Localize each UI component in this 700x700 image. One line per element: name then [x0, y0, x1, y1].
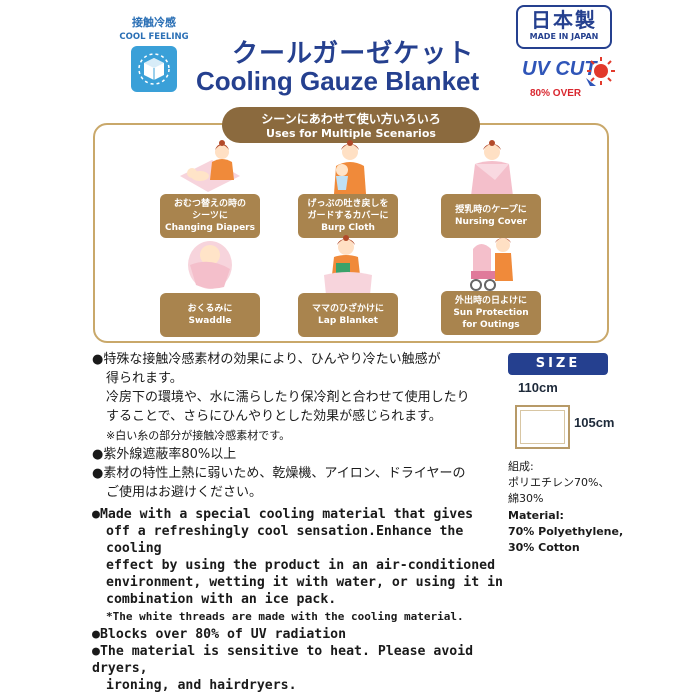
en-line: ●The material is sensitive to heat. Plea…: [92, 644, 474, 676]
size-diagram: [515, 405, 570, 449]
scenario-label-jp: おむつ替えの時の シーツに: [173, 199, 246, 221]
en-line: off a refreshingly cool sensation.Enhanc…: [106, 524, 464, 556]
material-jp-line: 綿30%: [508, 492, 544, 505]
jp-line: 冷房下の環境や、水に濡らしたり保冷剤と合わせて使用したり: [106, 390, 470, 405]
jp-line: 得られます。: [106, 371, 183, 386]
nursing-cover-illustration: [471, 140, 513, 196]
scenario-label-jp: ママのひざかけに: [311, 304, 384, 314]
material-japanese: 組成: ポリエチレン70%、 綿30%: [508, 459, 609, 507]
scenario-label-jp: 授乳時のケープに: [455, 205, 527, 215]
jp-line: ●紫外線遮蔽率80%以上: [92, 447, 237, 462]
scenarios-banner-en: Uses for Multiple Scenarios: [266, 127, 436, 140]
title-japanese: クールガーゼケット: [232, 39, 475, 69]
material-jp-line: ポリエチレン70%、: [508, 476, 610, 489]
scenarios-banner: シーンにあわせて使い方いろいろ Uses for Multiple Scenar…: [222, 107, 480, 143]
en-line: ●Blocks over 80% of UV radiation: [92, 627, 347, 642]
scenario-label-en: Lap Blanket: [318, 316, 378, 326]
scenario-label-en: Swaddle: [188, 316, 232, 326]
uv-cut-label: UV CUT: [522, 58, 597, 80]
jp-line: ●素材の特性上熱に弱いため、乾燥機、アイロン、ドライヤーの: [92, 466, 466, 481]
description-japanese: ●特殊な接触冷感素材の効果により、ひんやり冷たい触感が 得られます。 冷房下の環…: [92, 350, 502, 502]
en-line: ●Made with a special cooling material th…: [92, 507, 474, 522]
en-line: environment, wetting it with water, or u…: [106, 575, 503, 590]
sun-icon: [586, 57, 615, 86]
material-english: Material: 70% Polyethylene, 30% Cotton: [508, 508, 623, 556]
scenario-label: げっぷの吐き戻しを ガードするカバーに Burp Cloth: [298, 194, 398, 238]
en-line: effect by using the product in an air-co…: [106, 558, 496, 573]
scenario-label: 外出時の日よけに Sun Protection for Outings: [441, 291, 541, 335]
scenario-label: ママのひざかけに Lap Blanket: [298, 293, 398, 337]
scenario-changing-diapers: おむつ替えの時の シーツに Changing Diapers: [160, 140, 260, 238]
material-en-line: 30% Cotton: [508, 541, 580, 554]
burp-cloth-illustration: [334, 140, 366, 194]
uv-cut-percent: 80% OVER: [530, 88, 582, 99]
scenario-label-en: Burp Cloth: [321, 223, 375, 233]
scenario-burp-cloth: げっぷの吐き戻しを ガードするカバーに Burp Cloth: [298, 140, 398, 238]
scenario-lap-blanket: ママのひざかけに Lap Blanket: [298, 235, 398, 337]
made-in-japan-badge: 日本製 MADE IN JAPAN: [516, 5, 612, 49]
material-en-heading: Material:: [508, 509, 564, 522]
jp-note: ※白い糸の部分が接触冷感素材です。: [106, 429, 291, 442]
scenario-label-jp: おくるみに: [187, 304, 233, 314]
scenario-label-en: Sun Protection for Outings: [453, 308, 529, 330]
size-width: 110cm: [518, 380, 558, 395]
scenario-nursing-cover: 授乳時のケープに Nursing Cover: [441, 140, 541, 238]
scenario-label-jp: げっぷの吐き戻しを ガードするカバーに: [307, 199, 389, 221]
en-line: combination with an ice pack.: [106, 592, 337, 607]
cool-feeling-jp: 接触冷感: [132, 16, 176, 29]
cool-feeling-en: COOL FEELING: [119, 32, 189, 42]
lap-blanket-illustration: [324, 235, 372, 295]
made-in-japan-jp: 日本製: [531, 8, 597, 32]
scenario-label-en: Changing Diapers: [165, 223, 255, 233]
scenario-label: おくるみに Swaddle: [160, 293, 260, 337]
material-jp-heading: 組成:: [508, 460, 534, 473]
swaddle-illustration: [188, 241, 232, 289]
scenario-swaddle: おくるみに Swaddle: [160, 235, 260, 337]
title-english: Cooling Gauze Blanket: [196, 66, 480, 96]
changing-diapers-illustration: [180, 140, 240, 192]
scenarios-banner-jp: シーンにあわせて使い方いろいろ: [261, 112, 441, 126]
scenario-label: 授乳時のケープに Nursing Cover: [441, 194, 541, 238]
scenario-label: おむつ替えの時の シーツに Changing Diapers: [160, 194, 260, 238]
material-en-line: 70% Polyethylene,: [508, 525, 624, 538]
jp-line: ●特殊な接触冷感素材の効果により、ひんやり冷たい触感が: [92, 352, 441, 367]
en-note: *The white threads are made with the coo…: [106, 610, 464, 623]
jp-line: ご使用はお避けください。: [106, 485, 263, 500]
uv-cut-badge: UV CUT 80% OVER: [520, 56, 624, 102]
scenario-label-en: Nursing Cover: [455, 217, 527, 227]
made-in-japan-en: MADE IN JAPAN: [529, 32, 599, 41]
scenario-label-jp: 外出時の日よけに: [454, 296, 527, 306]
cool-feeling-badge: 接触冷感 COOL FEELING: [112, 14, 196, 92]
jp-line: することで、さらにひんやりとした効果が感じられます。: [106, 409, 442, 424]
size-heading: SIZE: [508, 353, 608, 375]
size-height: 105cm: [574, 415, 615, 430]
description-english: ●Made with a special cooling material th…: [92, 506, 512, 694]
en-line: ironing, and hairdryers.: [106, 678, 297, 693]
scenario-sun-protection: 外出時の日よけに Sun Protection for Outings: [441, 235, 541, 335]
stroller-illustration: [470, 238, 513, 291]
cool-cube-icon: [131, 46, 177, 92]
